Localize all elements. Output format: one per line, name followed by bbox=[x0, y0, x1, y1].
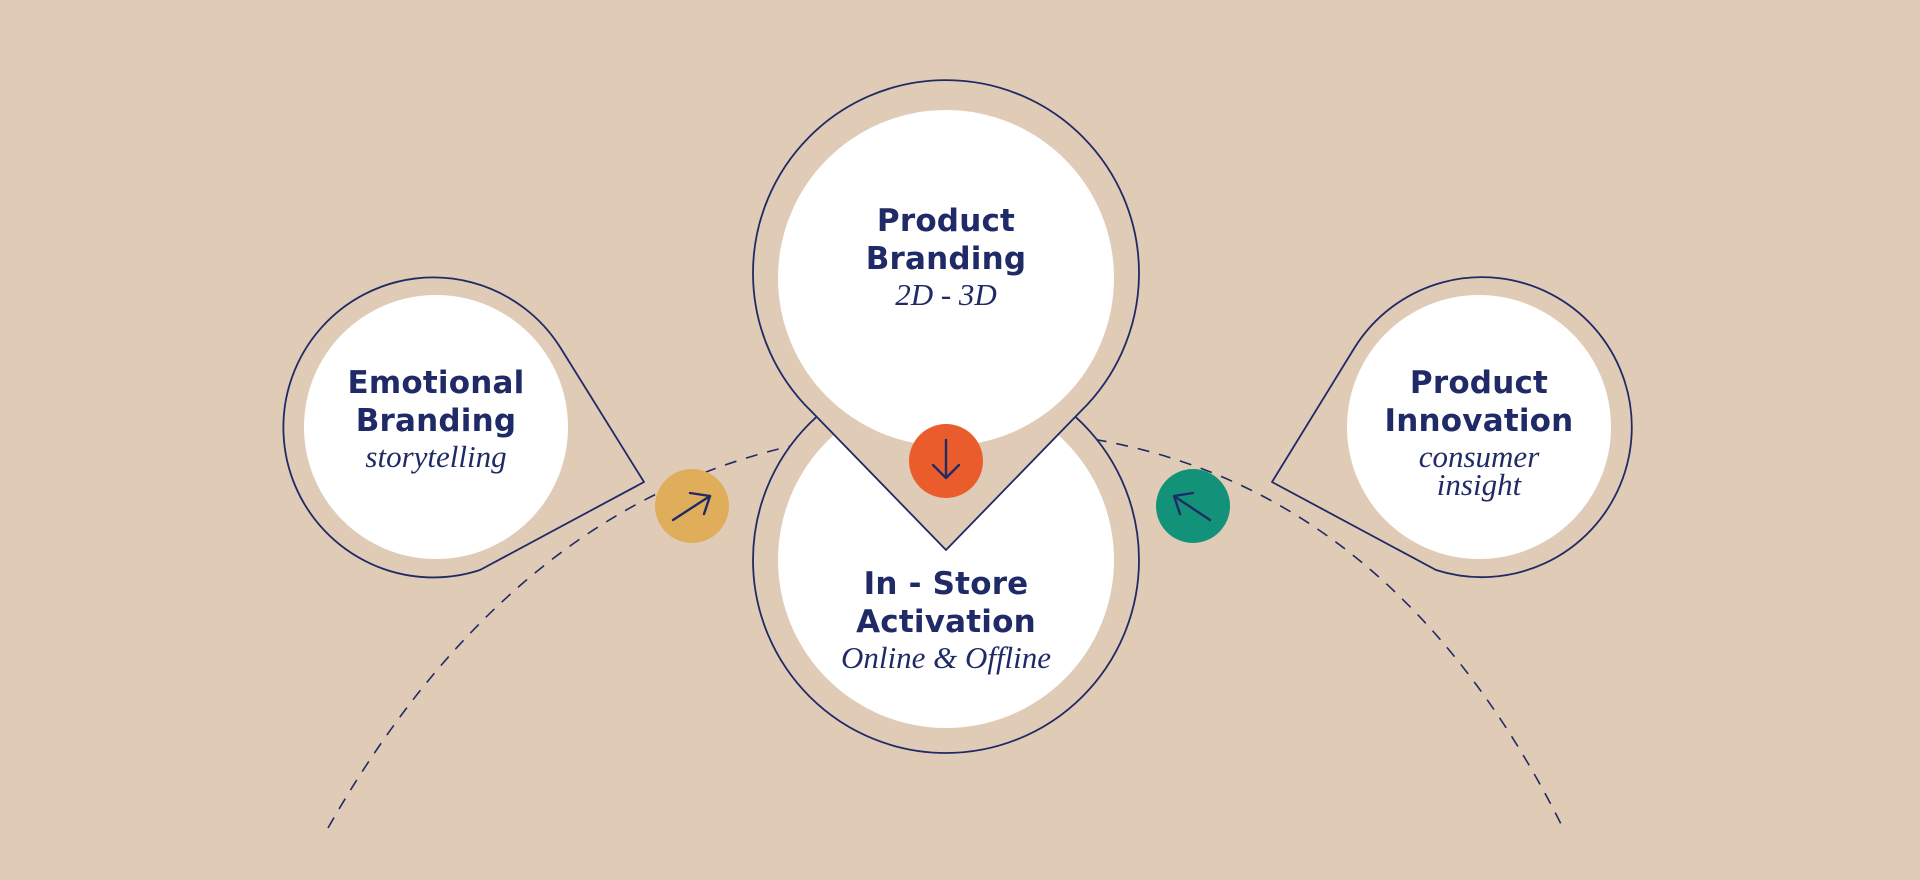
product-branding-circle bbox=[778, 110, 1114, 446]
in-store-activation-label: In - Store Activation Online & Offline bbox=[796, 565, 1096, 673]
arrow-right-badge bbox=[655, 469, 729, 543]
in-store-activation-title-line2: Activation bbox=[856, 604, 1036, 640]
emotional-branding-subtitle: storytelling bbox=[365, 439, 507, 474]
product-branding-subtitle: 2D - 3D bbox=[895, 277, 997, 312]
arrow-right-icon bbox=[671, 491, 712, 522]
product-innovation-subtitle-line2: insight bbox=[1436, 467, 1522, 502]
in-store-activation-subtitle: Online & Offline bbox=[840, 640, 1052, 675]
product-innovation-title-line2: Innovation bbox=[1384, 403, 1574, 439]
product-innovation-subtitle-line1: consumer bbox=[1418, 439, 1540, 474]
emotional-branding-label: Emotional Branding storytelling bbox=[306, 364, 566, 472]
emotional-branding-title-line1: Emotional bbox=[347, 365, 525, 401]
arrow-down-icon bbox=[931, 438, 961, 480]
product-branding-title-line2: Branding bbox=[865, 241, 1027, 277]
arrow-left-badge bbox=[1156, 469, 1230, 543]
product-innovation-title-line1: Product bbox=[1409, 365, 1549, 401]
arrow-left-icon bbox=[1172, 491, 1212, 522]
product-innovation-label: Product Innovation consumer insight bbox=[1349, 364, 1609, 500]
in-store-activation-title-line1: In - Store bbox=[863, 566, 1029, 602]
product-branding-title-line1: Product bbox=[876, 203, 1016, 239]
product-branding-label: Product Branding 2D - 3D bbox=[816, 202, 1076, 310]
in-store-circle bbox=[778, 392, 1114, 728]
emotional-branding-title-line2: Branding bbox=[355, 403, 517, 439]
arrow-down-badge bbox=[909, 424, 983, 498]
product-innovation-circle bbox=[1347, 295, 1611, 559]
emotional-branding-circle bbox=[304, 295, 568, 559]
